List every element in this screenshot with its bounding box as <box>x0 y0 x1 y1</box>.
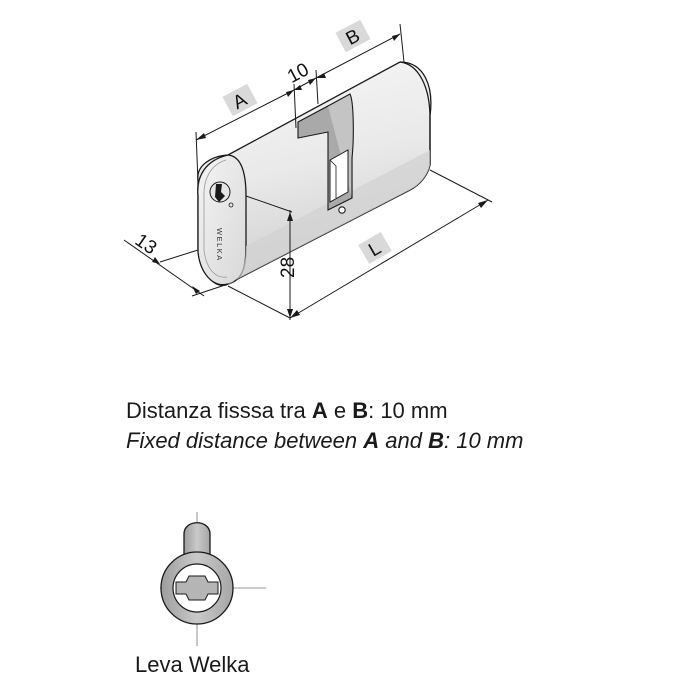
caption-italian-a: A <box>311 398 328 423</box>
label-10: 10 <box>284 59 313 87</box>
caption-italian-text-1: Distanza fisssa tra <box>126 398 312 423</box>
dimension-arrowheads <box>152 34 488 318</box>
caption-english-text-2: and <box>379 428 429 453</box>
keyway <box>209 181 234 208</box>
cam-slot <box>297 93 354 211</box>
label-28: 28 <box>278 257 299 278</box>
dim-line-b <box>315 33 401 79</box>
cylinder-body <box>197 61 432 286</box>
caption-italian-b: B <box>352 398 369 423</box>
caption-english-text-1: Fixed distance between <box>126 428 364 453</box>
caption-english-text-3: : 10 mm <box>443 428 524 453</box>
dim-line-13 <box>123 239 205 297</box>
dimension-lines <box>123 23 493 320</box>
cam-label: Leva Welka <box>135 652 250 677</box>
caption-english: Fixed distance between A and B: 10 mm <box>126 426 523 456</box>
fixing-hole <box>338 206 346 214</box>
label-b: B <box>335 19 371 53</box>
dim-line-l <box>289 199 489 319</box>
caption-english-a: A <box>363 428 380 453</box>
caption-english-b: B <box>428 428 444 453</box>
label-a: A <box>222 83 258 117</box>
caption-italian: Distanza fisssa tra A e B: 10 mm <box>126 396 448 426</box>
caption-italian-text-3: : 10 mm <box>368 398 448 423</box>
body-marking: WELKA <box>215 228 224 262</box>
cam-detail <box>160 512 266 646</box>
caption-italian-text-2: e <box>327 398 353 423</box>
dim-line-a <box>195 89 295 141</box>
label-13: 13 <box>131 230 160 259</box>
label-l: L <box>358 231 392 265</box>
